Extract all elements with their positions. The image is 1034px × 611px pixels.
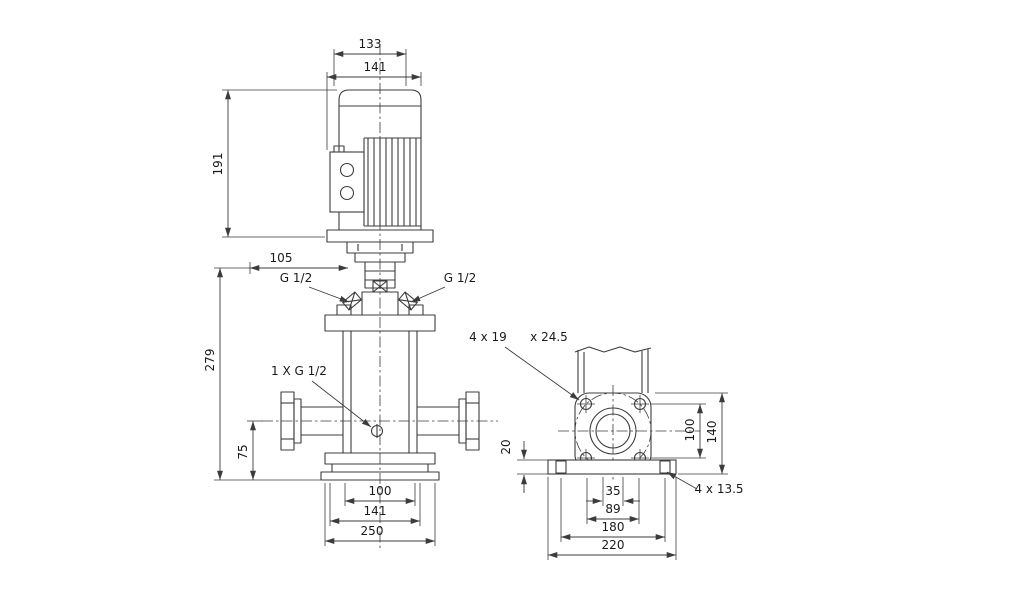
side-view: 4 x 19 x 24.5 4 x 13.5 20 100 140	[469, 330, 744, 560]
bolt-hole-top-right	[631, 395, 649, 413]
dim-75-label: 75	[236, 444, 250, 459]
dim-35: 35	[586, 477, 640, 506]
dim-20-label: 20	[499, 439, 513, 454]
dim-35-label: 35	[605, 484, 620, 498]
dim-port-height-75: 75	[236, 420, 263, 480]
label-drain: 1 X G 1/2	[271, 364, 372, 428]
dim-base-141: 141	[329, 483, 421, 526]
side-body	[574, 346, 652, 393]
port-right-label: G 1/2	[444, 271, 476, 285]
dim-180: 180	[560, 478, 666, 542]
flange-right	[417, 391, 480, 451]
dim-220: 220	[547, 477, 677, 560]
side-base-plate	[547, 459, 677, 475]
dim-base-100: 100	[344, 483, 416, 506]
pump-base	[320, 452, 440, 481]
dim-100-side-label: 100	[683, 419, 697, 442]
port-plug-right	[398, 291, 418, 311]
front-view: 133 141 191 105 279 75	[203, 37, 498, 548]
dim-89-label: 89	[605, 502, 620, 516]
foot-hole-left	[555, 460, 567, 474]
dim-220-label: 220	[602, 538, 625, 552]
foot-hole-right	[659, 460, 671, 474]
motor-cooling-fins	[367, 138, 417, 226]
dim-133-label: 133	[359, 37, 382, 51]
motor	[329, 89, 422, 231]
flanges	[262, 391, 498, 451]
dim-180-label: 180	[602, 520, 625, 534]
dim-base-250: 250	[324, 483, 436, 546]
dim-250-label: 250	[361, 524, 384, 538]
dim-89: 89	[586, 478, 640, 524]
dim-105-label: 105	[270, 251, 293, 265]
dim-140-label: 140	[705, 421, 719, 444]
slot-label-a: 4 x 19	[469, 330, 507, 344]
dim-141-bottom-label: 141	[364, 504, 387, 518]
drain-plug	[370, 424, 384, 438]
label-slot: 4 x 19 x 24.5	[469, 330, 580, 401]
drain-label: 1 X G 1/2	[271, 364, 327, 378]
bolt-hole-top-left	[577, 395, 595, 413]
dim-plate-20: 20	[499, 439, 548, 493]
dim-bolt-spacing-100: 100	[650, 403, 706, 459]
dim-flange-140: 140	[655, 392, 728, 475]
dim-105: 105	[214, 251, 348, 274]
label-foot-holes: 4 x 13.5	[666, 471, 744, 496]
dim-motor-141: 141	[326, 60, 422, 150]
flange-left	[280, 391, 343, 451]
slot-label-b: x 24.5	[530, 330, 568, 344]
dim-pump-height-279: 279	[203, 268, 321, 481]
label-port-left: G 1/2	[280, 271, 350, 303]
label-port-right: G 1/2	[410, 271, 476, 303]
dim-100-bottom-label: 100	[369, 484, 392, 498]
port-left-label: G 1/2	[280, 271, 312, 285]
dim-191-label: 191	[211, 153, 225, 176]
dim-141-top-label: 141	[364, 60, 387, 74]
foot-holes-label: 4 x 13.5	[694, 482, 743, 496]
motor-stool	[326, 229, 434, 289]
terminal-box	[329, 145, 365, 213]
dim-motor-height-191: 191	[211, 89, 337, 238]
dim-279-label: 279	[203, 349, 217, 372]
